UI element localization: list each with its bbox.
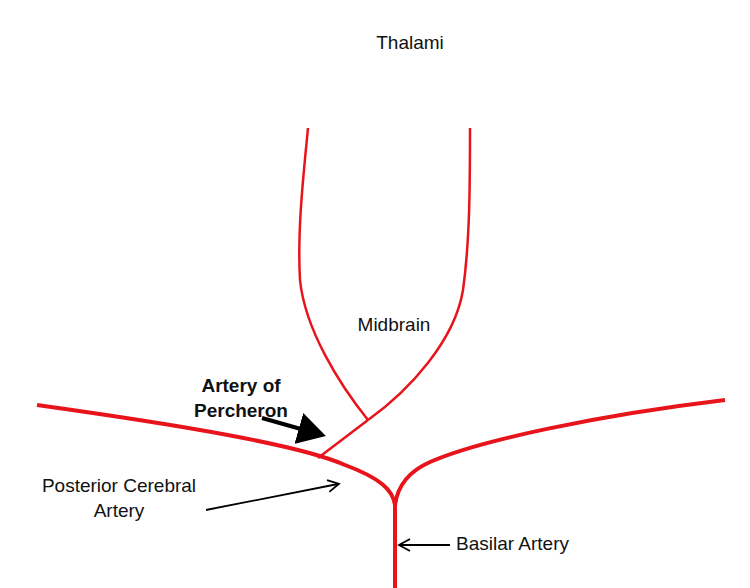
percheron-left-branch xyxy=(299,128,368,420)
artery-label: Posterior Cerebral Artery xyxy=(38,474,200,523)
left-pca xyxy=(37,405,395,588)
basilar-arrow xyxy=(400,544,450,546)
artery-label: Artery of Percheron xyxy=(180,374,302,423)
outline-part xyxy=(262,244,525,372)
midbrain-shape: Midbrain xyxy=(258,232,530,374)
thalami-shape: Thalami xyxy=(296,4,524,218)
artery-label: Basilar Artery xyxy=(456,532,569,557)
right-pca xyxy=(395,400,725,505)
percheron-right-branch xyxy=(368,128,470,420)
pca-arrow xyxy=(206,484,338,510)
node-text: Thalami xyxy=(296,32,524,54)
percheron-trunk xyxy=(318,420,368,458)
outline xyxy=(258,232,530,374)
node-text: Midbrain xyxy=(258,314,530,336)
